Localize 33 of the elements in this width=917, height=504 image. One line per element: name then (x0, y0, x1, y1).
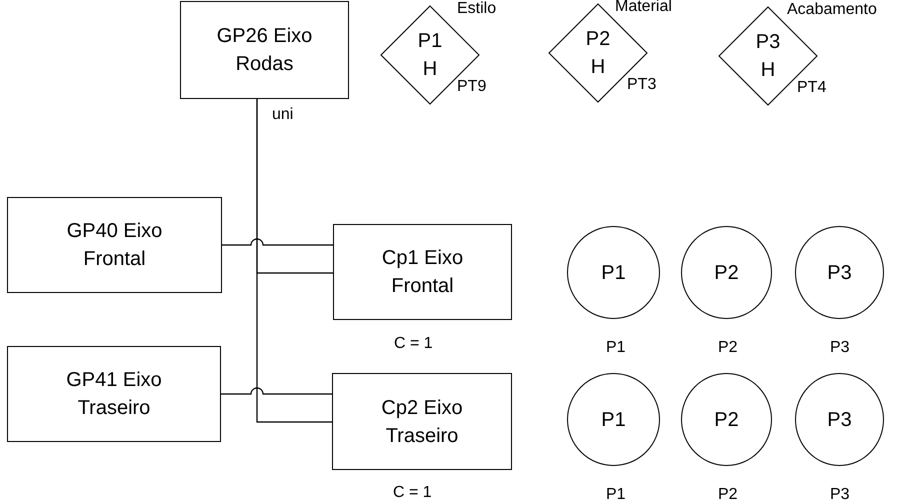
node-text: Cp2 Eixo Traseiro (380, 396, 464, 448)
node-text: P3 (827, 260, 852, 286)
node-text: GP40 Eixo Frontal (66, 219, 164, 272)
node-text: P1 (601, 260, 626, 286)
node-text: P3 H (754, 30, 782, 83)
node-caption: PT3 (627, 76, 656, 94)
node-caption: PT9 (457, 78, 486, 96)
node-text: P2 (714, 260, 739, 286)
node-caption: P2 (718, 486, 738, 504)
node-text: GP41 Eixo Traseiro (65, 368, 163, 421)
node-caption: C = 1 (393, 484, 432, 502)
process-box (7, 346, 221, 442)
node-text: GP26 Eixo Rodas (216, 24, 314, 77)
node-text: P2 (714, 408, 739, 432)
connector-line (222, 238, 333, 246)
connector-line (221, 387, 332, 395)
node-text: P1 H (416, 29, 444, 82)
node-caption: Acabamento (787, 1, 877, 19)
process-box (7, 197, 222, 293)
node-text: P1 (601, 408, 626, 432)
process-box (180, 1, 349, 99)
node-text: P2 H (584, 27, 612, 80)
node-caption: C = 1 (394, 335, 433, 353)
node-caption: PT4 (797, 79, 826, 97)
node-caption: P1 (606, 486, 626, 504)
node-caption: Estilo (457, 0, 496, 18)
node-caption: P1 (606, 339, 626, 357)
node-caption: P3 (830, 486, 850, 504)
node-caption: P3 (830, 339, 850, 357)
connector-line (256, 99, 332, 423)
node-text: P3 (827, 408, 852, 432)
node-text: Cp1 Eixo Frontal (380, 246, 464, 299)
node-caption: P2 (718, 339, 738, 357)
